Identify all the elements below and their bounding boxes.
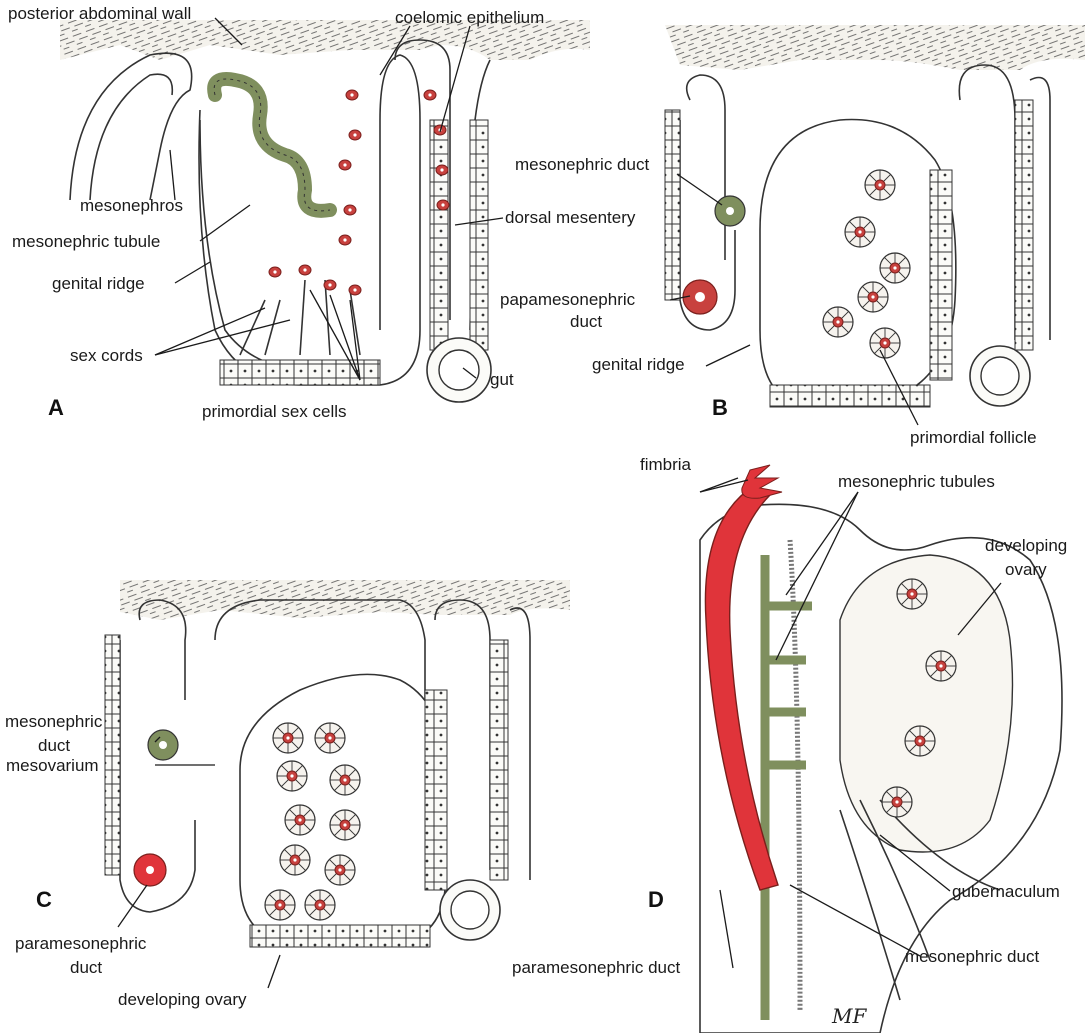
label-mesonephric-tubule: mesonephric tubule (12, 232, 160, 252)
label-mesonephric-duct-d: mesonephric duct (905, 947, 1039, 967)
artist-signature: MF (832, 1004, 866, 1028)
label-genital-ridge-b: genital ridge (592, 355, 685, 375)
panel-c-drawing (105, 580, 570, 947)
panel-letter-d: D (648, 887, 664, 913)
label-genital-ridge-a: genital ridge (52, 274, 145, 294)
label-mesovarium: mesovarium (6, 756, 99, 776)
label-papamesonephric-duct-2: duct (570, 312, 602, 332)
panel-letter-a: A (48, 395, 64, 421)
label-mesonephric-duct-c-1: mesonephric (5, 712, 102, 732)
label-gubernaculum: gubernaculum (952, 882, 1060, 902)
label-fimbria: fimbria (640, 455, 691, 475)
label-papamesonephric-duct-1: papamesonephric (500, 290, 635, 310)
label-gut: gut (490, 370, 514, 390)
label-developing-ovary-c: developing ovary (118, 990, 247, 1010)
label-paramesonephric-duct-c-1: paramesonephric (15, 934, 146, 954)
label-primordial-follicle: primordial follicle (910, 428, 1037, 448)
panel-b-drawing (665, 25, 1085, 407)
label-dorsal-mesentery: dorsal mesentery (505, 208, 635, 228)
label-mesonephric-duct-b: mesonephric duct (515, 155, 649, 175)
label-mesonephric-duct-c-2: duct (38, 736, 70, 756)
label-posterior-abdominal-wall: posterior abdominal wall (8, 4, 191, 24)
label-coelomic-epithelium: coelomic epithelium (395, 8, 544, 28)
label-mesonephros: mesonephros (80, 196, 183, 216)
label-developing-ovary-d-2: ovary (1005, 560, 1047, 580)
panel-letter-b: B (712, 395, 728, 421)
panel-letter-c: C (36, 887, 52, 913)
label-paramesonephric-duct-c-2: duct (70, 958, 102, 978)
label-mesonephric-tubules: mesonephric tubules (838, 472, 995, 492)
label-sex-cords: sex cords (70, 346, 143, 366)
label-paramesonephric-duct-d: paramesonephric duct (512, 958, 680, 978)
label-developing-ovary-d-1: developing (985, 536, 1067, 556)
label-primordial-sex-cells: primordial sex cells (202, 402, 347, 422)
